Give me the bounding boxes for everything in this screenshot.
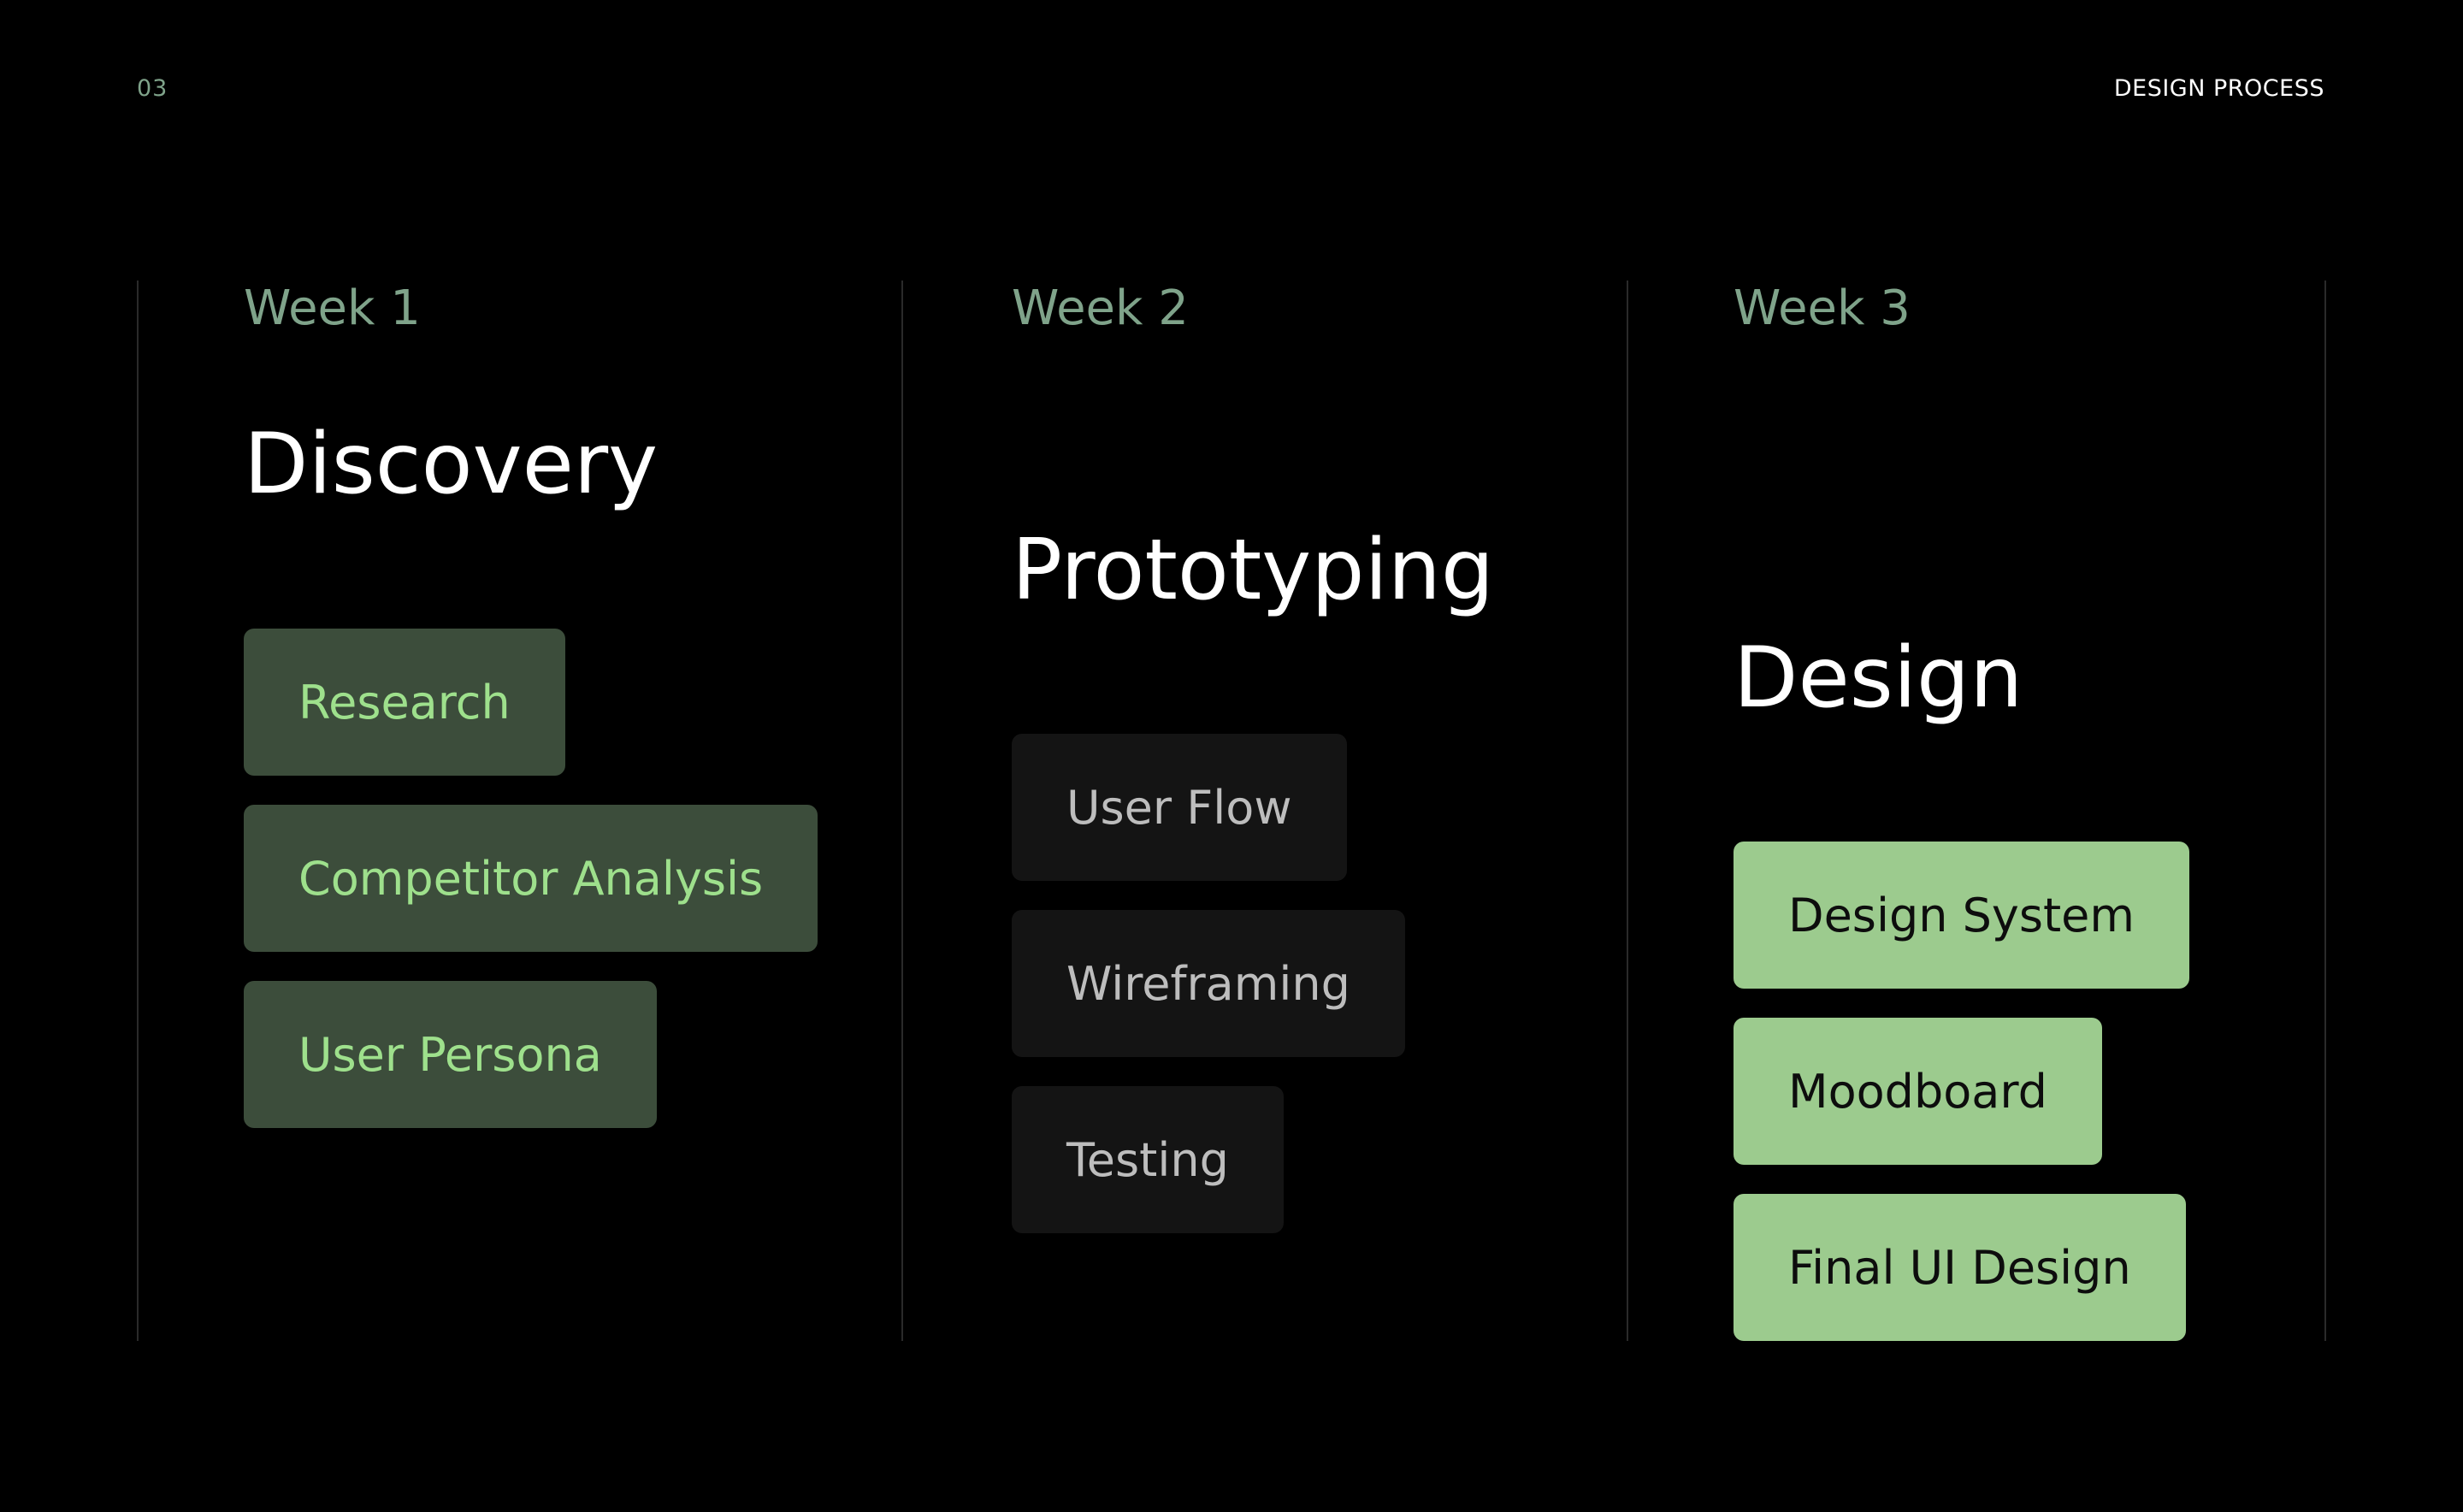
task-chip-user-persona: User Persona	[244, 981, 657, 1128]
column-divider	[137, 281, 139, 1341]
column-divider	[901, 281, 903, 1341]
week-label: Week 3	[1734, 281, 1911, 336]
week-label: Week 2	[1012, 281, 1189, 336]
column-divider	[2324, 281, 2326, 1341]
page-number: 03	[137, 75, 168, 102]
section-title: DESIGN PROCESS	[2113, 75, 2324, 102]
task-chip-moodboard: Moodboard	[1734, 1018, 2102, 1165]
task-chip-research: Research	[244, 629, 565, 776]
phase-title: Prototyping	[1012, 522, 1495, 619]
task-chip-final-ui-design: Final UI Design	[1734, 1194, 2186, 1341]
task-chip-competitor-analysis: Competitor Analysis	[244, 805, 818, 952]
phase-title: Discovery	[244, 416, 659, 513]
week-label: Week 1	[244, 281, 421, 336]
task-chip-testing: Testing	[1012, 1086, 1284, 1233]
task-chip-design-system: Design System	[1734, 842, 2189, 989]
column-divider	[1627, 281, 1628, 1341]
phase-title: Design	[1734, 629, 2023, 727]
task-chip-wireframing: Wireframing	[1012, 910, 1405, 1057]
task-chip-user-flow: User Flow	[1012, 734, 1347, 881]
